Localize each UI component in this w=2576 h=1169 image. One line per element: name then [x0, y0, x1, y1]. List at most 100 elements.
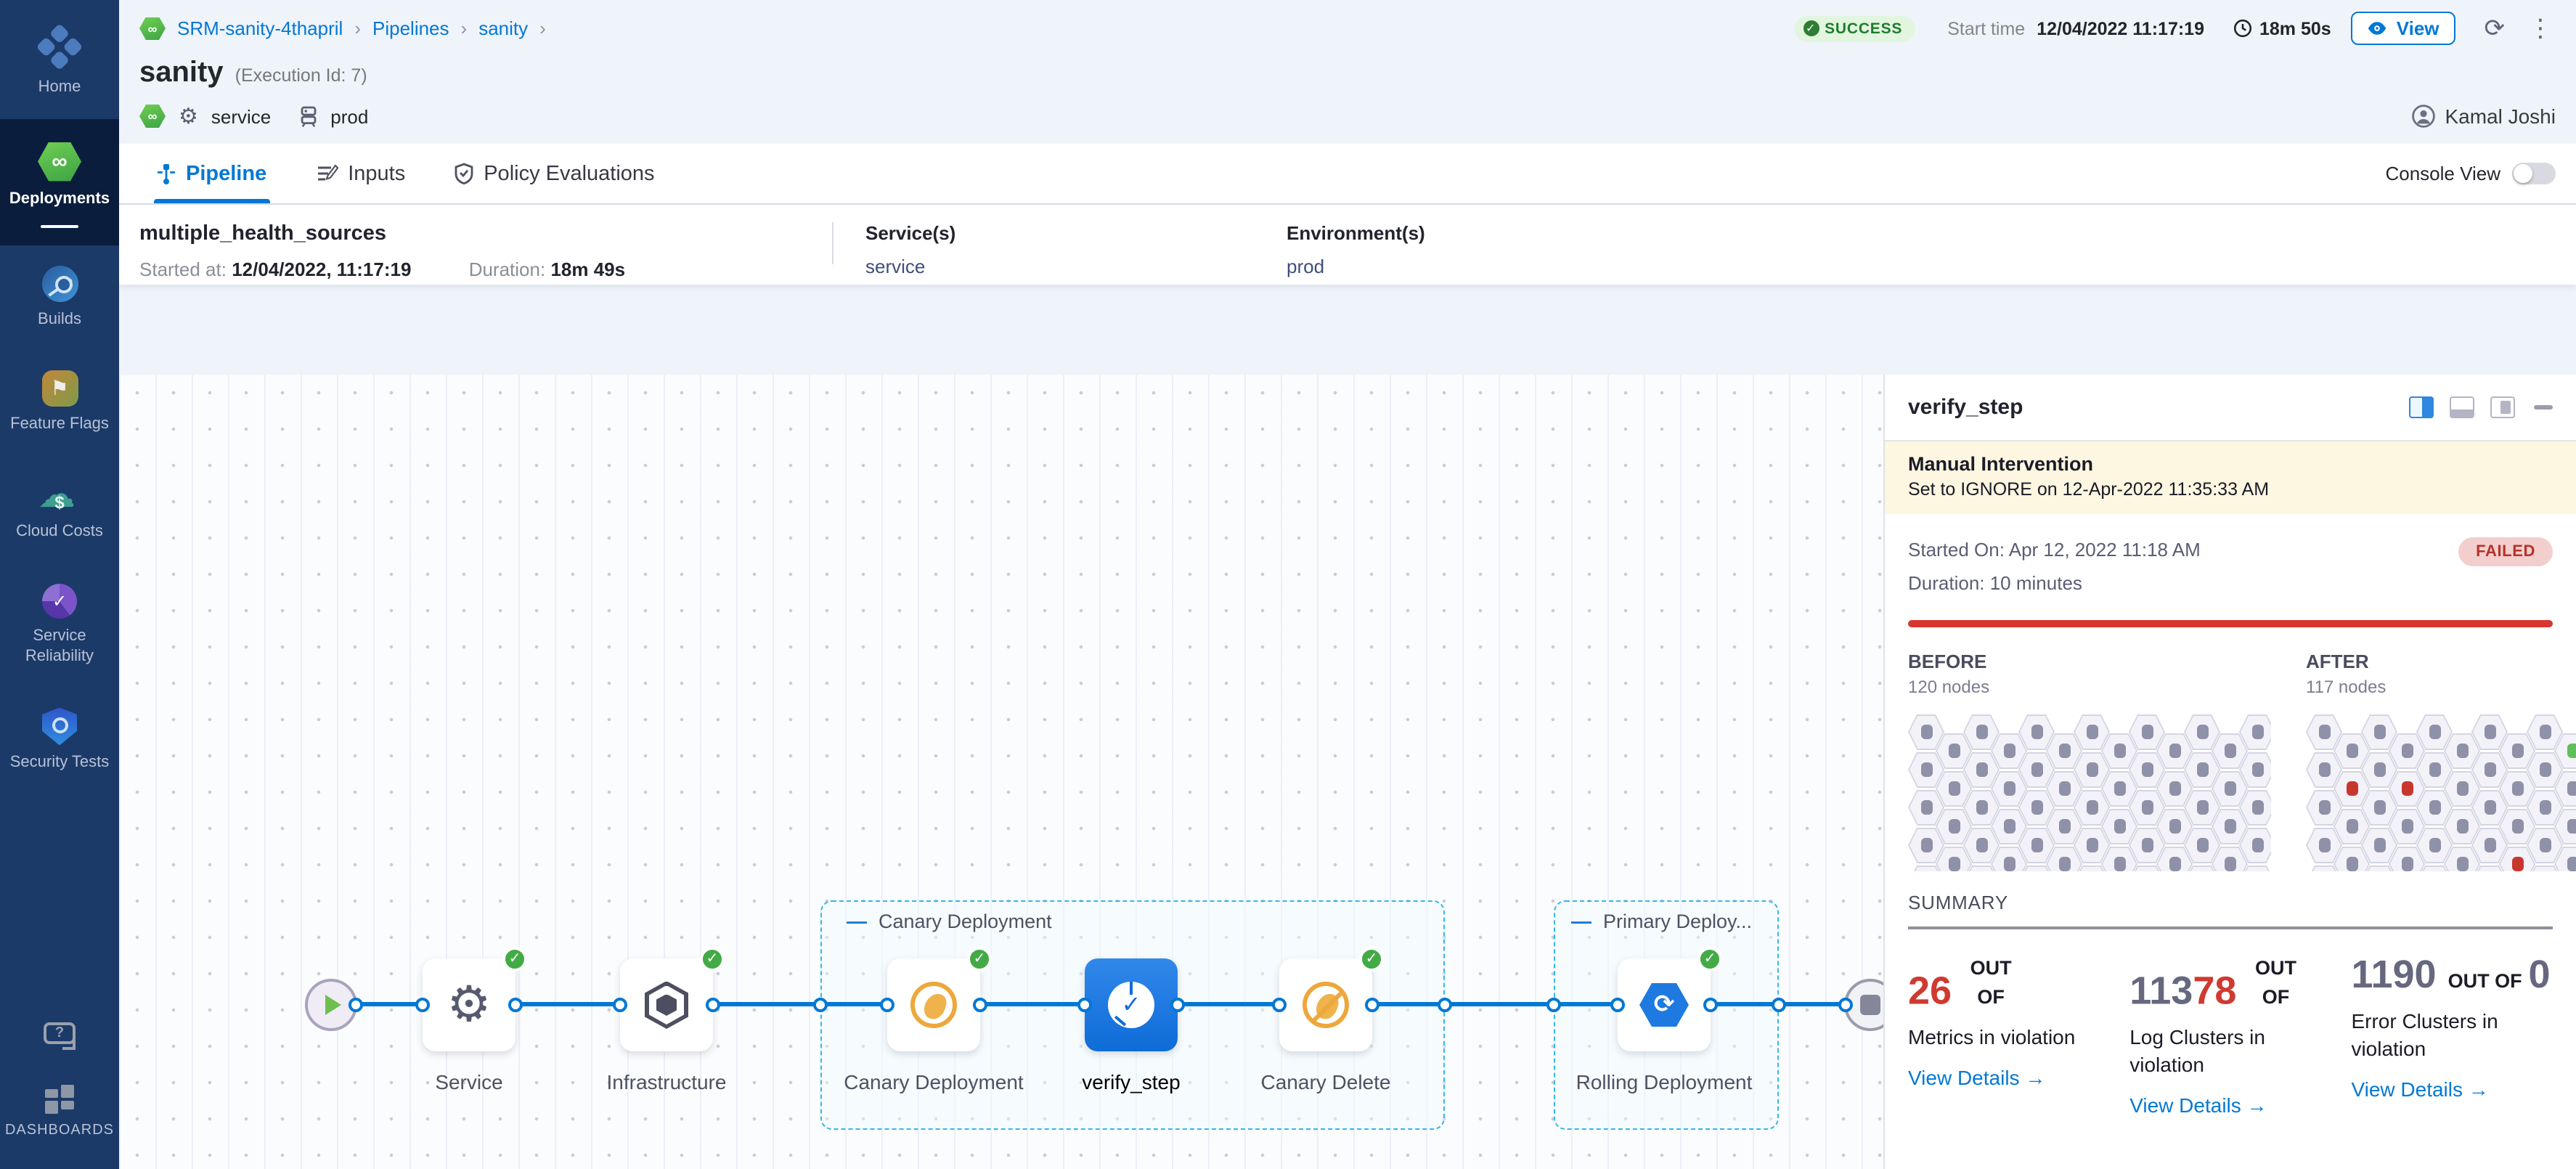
before-node-count: 120 nodes: [1908, 676, 1990, 696]
node-hexagon[interactable]: [2184, 865, 2220, 871]
sidebar-item-feature-flags[interactable]: ⚑ Feature Flags: [0, 351, 119, 457]
services-label: Service(s): [865, 222, 956, 244]
breadcrumb-pipeline-name[interactable]: sanity: [478, 17, 529, 39]
clock-icon: [2233, 19, 2252, 38]
failed-status-badge: FAILED: [2458, 537, 2553, 566]
layout-bottom-split-button[interactable]: [2450, 396, 2474, 418]
sidebar-item-home[interactable]: Home: [0, 0, 119, 119]
sidebar-item-service-reliability[interactable]: ✓ Service Reliability: [0, 563, 119, 688]
pipeline-node-rolling-deployment[interactable]: ⟳ ✓ Rolling Deployment: [1576, 947, 1752, 1093]
group-label-primary[interactable]: — Primary Deploy...: [1571, 909, 1753, 932]
start-time-value: 12/04/2022 11:17:19: [2037, 18, 2204, 38]
log-clusters-label: Log Clusters in violation: [2129, 1025, 2265, 1076]
services-value[interactable]: service: [865, 256, 926, 277]
node-health-dot: [2401, 857, 2413, 871]
node-hexagon[interactable]: [1963, 865, 2000, 871]
environments-label: Environment(s): [1287, 222, 1425, 244]
page-title: sanity: [139, 57, 224, 89]
breadcrumb-project[interactable]: SRM-sanity-4thapril: [177, 17, 343, 39]
out-of-label: OUT OF: [2254, 956, 2296, 1008]
node-health-dot: [2196, 762, 2208, 777]
minimize-panel-button[interactable]: [2534, 405, 2553, 410]
start-time-label: Start time: [1947, 18, 2026, 38]
stage-info-bar: multiple_health_sources Started at: 12/0…: [119, 205, 2576, 285]
node-health-dot: [2484, 838, 2495, 852]
console-view-toggle[interactable]: [2512, 163, 2556, 184]
sidebar-item-help[interactable]: ?: [0, 1001, 119, 1064]
service-tag[interactable]: service: [211, 105, 272, 127]
eye-icon: [2368, 22, 2387, 35]
after-nodes-block: AFTER 117 nodes: [2306, 650, 2576, 871]
collapse-icon[interactable]: —: [1571, 909, 1591, 932]
connector-point: [1610, 997, 1625, 1011]
node-health-dot: [2058, 744, 2070, 758]
help-chat-icon: ?: [44, 1022, 76, 1049]
tab-policy-evaluations[interactable]: Policy Evaluations: [452, 144, 657, 203]
execution-header-row: ∞ SRM-sanity-4thapril › Pipelines › sani…: [119, 0, 2576, 45]
node-health-dot: [2484, 800, 2495, 815]
node-health-dot: [2251, 838, 2263, 852]
tab-pipeline[interactable]: Pipeline: [154, 144, 269, 203]
layout-floating-button[interactable]: [2490, 396, 2515, 418]
error-clusters-view-details-link[interactable]: View Details →: [2351, 1077, 2489, 1101]
node-hexagon[interactable]: [2018, 865, 2055, 871]
node-hexagon[interactable]: [1908, 865, 1944, 871]
node-health-dot: [2224, 744, 2235, 758]
node-hexagon[interactable]: [2471, 865, 2508, 871]
failed-progress-bar: [1908, 619, 2553, 627]
hex-column: [2129, 714, 2165, 871]
log-clusters-view-details-link[interactable]: View Details →: [2129, 1093, 2267, 1117]
log-clusters-violation-card: 11378OUT OF Log Clusters in violation Vi…: [2129, 953, 2322, 1117]
node-hexagon[interactable]: [2074, 865, 2110, 871]
tab-inputs[interactable]: Inputs: [313, 144, 408, 203]
node-hexagon[interactable]: [2306, 865, 2342, 871]
connector-point: [1546, 997, 1561, 1011]
node-hexagon[interactable]: [2361, 865, 2397, 871]
pipeline-node-verify-step[interactable]: ✓ verify_step: [1082, 958, 1181, 1093]
node-health-dot: [1920, 838, 1932, 852]
node-health-dot: [2539, 800, 2551, 815]
kebab-menu-icon[interactable]: ⋮: [2528, 14, 2553, 41]
node-health-dot: [2031, 800, 2042, 815]
tab-bar: Pipeline Inputs Policy Evaluations Conso…: [119, 144, 2576, 205]
environment-tag[interactable]: prod: [330, 105, 369, 127]
layout-right-split-button[interactable]: [2409, 396, 2434, 418]
collapse-icon[interactable]: —: [847, 909, 867, 932]
breadcrumb-pipelines[interactable]: Pipelines: [372, 17, 449, 39]
node-hexagon[interactable]: [2416, 865, 2453, 871]
pipeline-node-service[interactable]: ⚙ ✓ Service: [423, 947, 527, 1093]
step-duration: Duration: 10 minutes: [1908, 571, 2082, 594]
node-health-dot: [2456, 819, 2468, 834]
node-hexagon[interactable]: [2129, 865, 2165, 871]
connector-point: [349, 997, 363, 1011]
connector-point: [1170, 997, 1185, 1011]
pipeline-node-infrastructure[interactable]: ✓ Infrastructure: [607, 947, 726, 1093]
connector-point: [973, 997, 987, 1011]
node-health-dot: [2003, 744, 2015, 758]
node-hexagon[interactable]: [2527, 865, 2563, 871]
node-health-dot: [2086, 800, 2098, 815]
status-badge: ✓ SUCCESS: [1794, 15, 1916, 41]
node-label: Rolling Deployment: [1576, 1070, 1753, 1093]
metrics-view-details-link[interactable]: View Details →: [1908, 1065, 2046, 1089]
before-nodes-block: BEFORE 120 nodes: [1908, 650, 2271, 871]
node-health-dot: [2401, 781, 2413, 796]
pipeline-start-node[interactable]: [305, 979, 357, 1031]
pipeline-node-canary-delete[interactable]: ✓ Canary Delete: [1261, 947, 1391, 1093]
view-button[interactable]: View: [2351, 12, 2455, 45]
sidebar-item-deployments[interactable]: ∞ Deployments: [0, 118, 119, 245]
node-health-dot: [2224, 819, 2235, 834]
sidebar-item-label: Feature Flags: [10, 415, 109, 433]
active-underline: [41, 224, 78, 227]
sidebar-item-dashboards[interactable]: DASHBOARDS: [0, 1064, 119, 1169]
environments-value[interactable]: prod: [1287, 256, 1325, 277]
sidebar-item-cloud-costs[interactable]: ☁$ Cloud Costs: [0, 456, 119, 563]
group-label-canary[interactable]: — Canary Deployment: [847, 909, 1052, 932]
refresh-icon[interactable]: ⟳: [2484, 14, 2506, 41]
canary-delete-icon: [1303, 982, 1349, 1028]
node-hexagon[interactable]: [2239, 865, 2271, 871]
sidebar-item-builds[interactable]: Builds: [0, 245, 119, 351]
sidebar-item-security-tests[interactable]: Security Tests: [0, 688, 119, 795]
node-health-dot: [2058, 857, 2070, 871]
pipeline-node-canary-deployment[interactable]: ✓ Canary Deployment: [844, 947, 1024, 1093]
